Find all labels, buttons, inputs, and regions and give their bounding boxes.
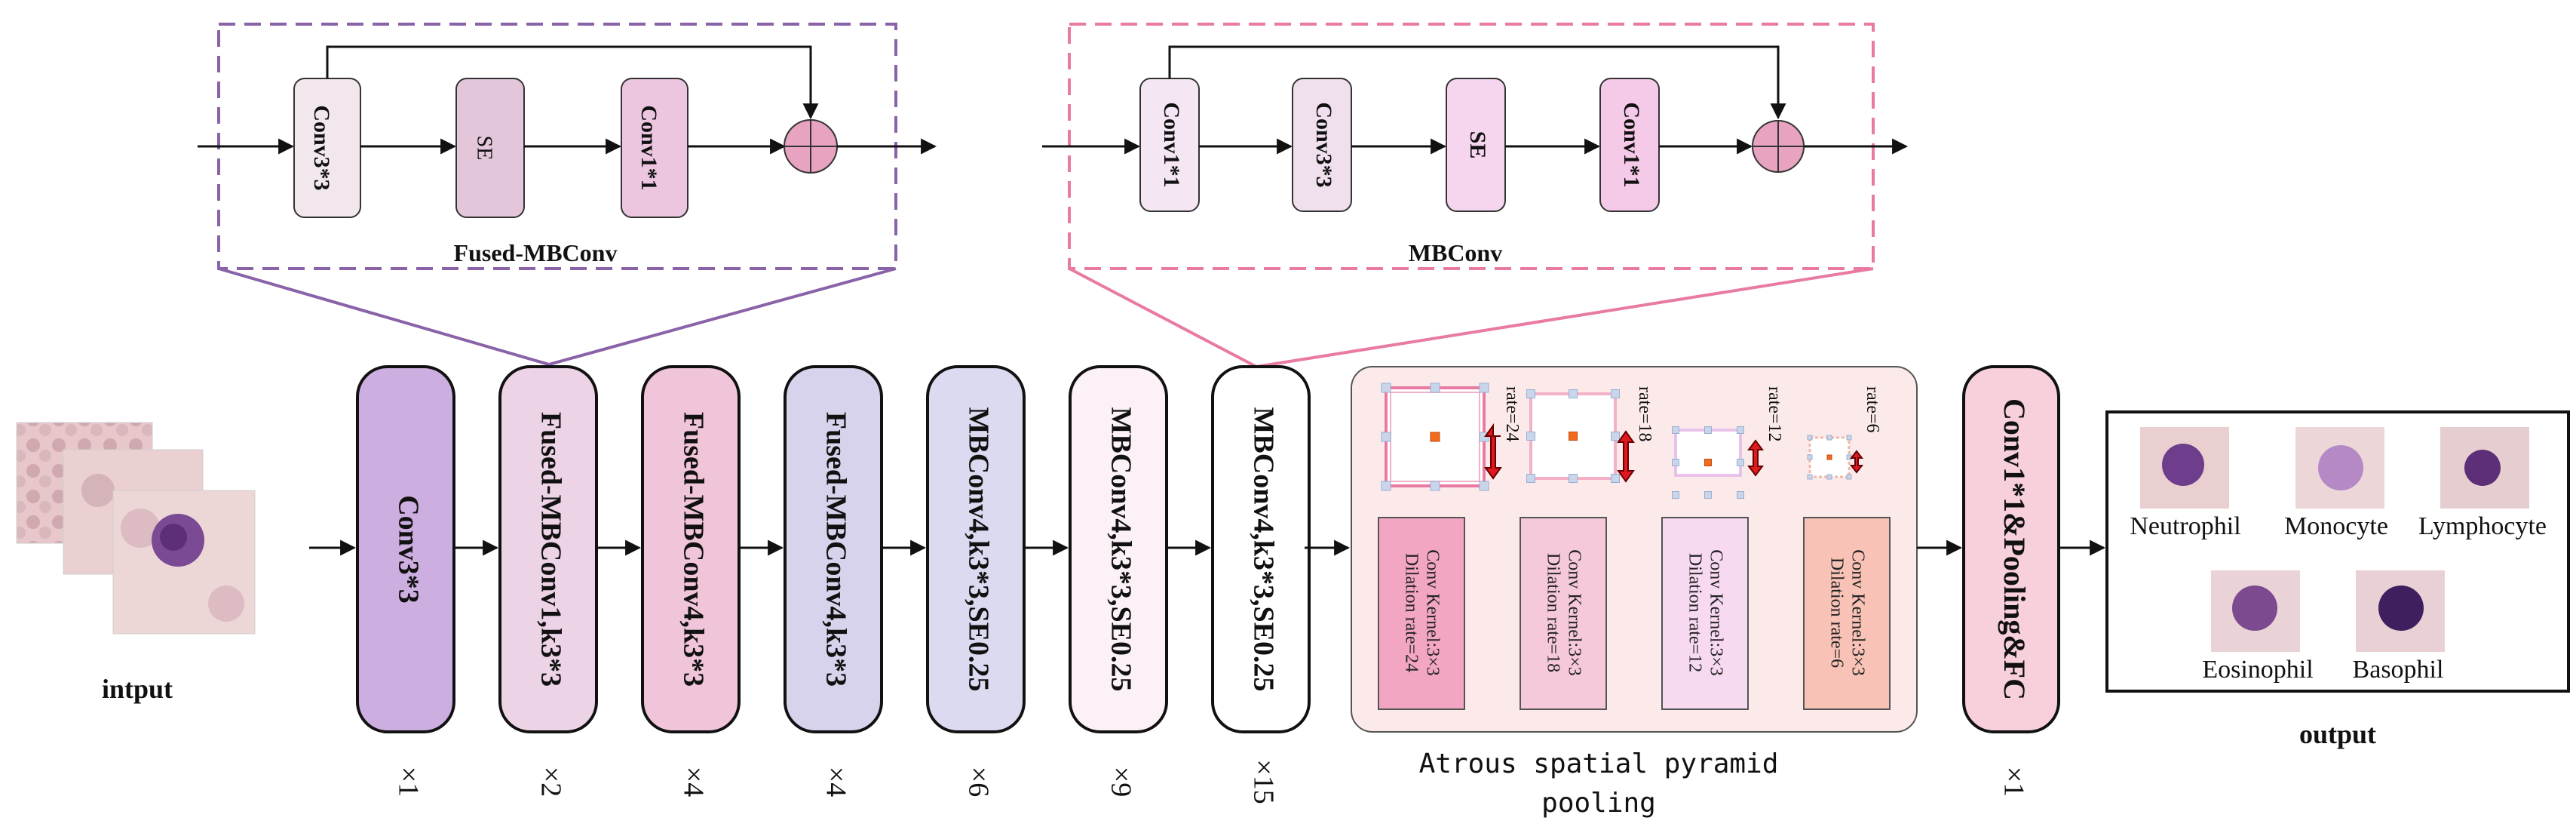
aspp-branch-1-line2: Dilation rate=18 bbox=[1543, 553, 1562, 672]
stage-4-label: MBConv4,k3*3,SE0.25 bbox=[962, 407, 994, 692]
stage-0-repeat: ×1 bbox=[392, 767, 424, 797]
mb-zoom-lines bbox=[1069, 267, 1874, 369]
rate-label-6: rate=6 bbox=[1863, 386, 1882, 433]
stage-3-label: Fused-MBConv4,k3*3 bbox=[820, 412, 851, 687]
mb-skip bbox=[1168, 45, 1786, 120]
output-class-neutrophil: Neutrophil bbox=[2130, 512, 2240, 540]
aspp-branch-1-line1: Conv Kernel:3×3 bbox=[1564, 549, 1584, 676]
output-class-eosinophil: Eosinophil bbox=[2202, 656, 2313, 684]
head-label: Conv1*1&Pooling&FC bbox=[1998, 398, 2032, 700]
output-class-lymphocyte: Lymphocyte bbox=[2418, 512, 2547, 540]
output-class-monocyte: Monocyte bbox=[2284, 512, 2388, 540]
aspp-branch-3-line1: Conv Kernel:3×3 bbox=[1848, 549, 1867, 676]
stage-1-repeat: ×2 bbox=[535, 767, 566, 797]
aspp-branch-2-line1: Conv Kernel:3×3 bbox=[1706, 549, 1725, 676]
stage-2-repeat: ×4 bbox=[677, 767, 709, 797]
stage-6-repeat: ×15 bbox=[1247, 759, 1279, 804]
mb-block-2: SE bbox=[1446, 78, 1506, 212]
stage-5: MBConv4,k3*3,SE0.25 bbox=[1069, 365, 1168, 733]
fused-sum-node bbox=[784, 119, 838, 174]
rate-label-24: rate=24 bbox=[1502, 386, 1522, 442]
stage-6-label: MBConv4,k3*3,SE0.25 bbox=[1247, 407, 1279, 692]
rate-arrow-12 bbox=[1747, 439, 1764, 477]
head-repeat: ×1 bbox=[1998, 767, 2029, 797]
stage-6: MBConv4,k3*3,SE0.25 bbox=[1211, 365, 1311, 733]
mb-sum-node bbox=[1752, 120, 1805, 173]
aspp-title-line1: Atrous spatial pyramid bbox=[1419, 748, 1779, 779]
head-block: Conv1*1&Pooling&FC bbox=[1962, 365, 2060, 733]
fused-skip bbox=[326, 45, 819, 120]
output-class-basophil: Basophil bbox=[2353, 656, 2444, 684]
fused-block-2-label: Conv1*1 bbox=[636, 105, 661, 190]
mbconv-title: MBConv bbox=[1409, 239, 1502, 266]
mb-block-0-label: Conv1*1 bbox=[1159, 102, 1184, 187]
output-label: output bbox=[2299, 719, 2376, 749]
kernel-sample-points bbox=[1381, 383, 1852, 499]
rate-label-18: rate=18 bbox=[1635, 386, 1654, 442]
output-thumbnails bbox=[2140, 427, 2529, 652]
stage-3-repeat: ×4 bbox=[820, 767, 851, 797]
stage-5-repeat: ×9 bbox=[1105, 767, 1136, 797]
mb-block-0: Conv1*1 bbox=[1139, 78, 1200, 212]
fused-block-0: Conv3*3 bbox=[293, 78, 361, 218]
rate-label-12: rate=12 bbox=[1765, 386, 1784, 442]
stage-5-label: MBConv4,k3*3,SE0.25 bbox=[1105, 407, 1136, 692]
stage-3: Fused-MBConv4,k3*3 bbox=[784, 365, 883, 733]
mb-block-1-label: Conv3*3 bbox=[1311, 102, 1336, 187]
stage-2: Fused-MBConv4,k3*3 bbox=[641, 365, 741, 733]
rate-arrow-6 bbox=[1849, 450, 1864, 474]
fused-block-2: Conv1*1 bbox=[621, 78, 688, 218]
rate-arrow-24 bbox=[1484, 423, 1502, 480]
stage-4-repeat: ×6 bbox=[962, 767, 994, 797]
mb-block-3-label: Conv1*1 bbox=[1619, 102, 1644, 187]
stage-4: MBConv4,k3*3,SE0.25 bbox=[926, 365, 1026, 733]
stage-1: Fused-MBConv1,k3*3 bbox=[498, 365, 598, 733]
aspp-branch-2-line2: Dilation rate=12 bbox=[1685, 553, 1704, 672]
aspp-branch-3-line2: Dilation rate=6 bbox=[1826, 558, 1846, 668]
mb-block-2-label: SE bbox=[1465, 131, 1490, 159]
stage-2-label: Fused-MBConv4,k3*3 bbox=[677, 412, 709, 687]
fused-block-1: SE bbox=[455, 78, 525, 218]
input-label: intput bbox=[102, 674, 173, 704]
aspp-branch-0-line1: Conv Kernel:3×3 bbox=[1422, 549, 1442, 676]
stage-0-label: Conv3*3 bbox=[392, 495, 424, 604]
aspp-branch-0-line2: Dilation rate=24 bbox=[1401, 553, 1421, 672]
aspp-title-line2: pooling bbox=[1541, 788, 1656, 819]
fused-block-1-label: SE bbox=[473, 136, 496, 161]
rate-arrow-18 bbox=[1617, 430, 1635, 483]
mb-block-3: Conv1*1 bbox=[1599, 78, 1660, 212]
stage-0: Conv3*3 bbox=[356, 365, 455, 733]
fused-zoom-lines bbox=[218, 267, 897, 367]
fused-block-0-label: Conv3*3 bbox=[309, 105, 334, 190]
fused-mbconv-title: Fused-MBConv bbox=[454, 239, 618, 266]
input-images bbox=[16, 422, 256, 635]
stage-1-label: Fused-MBConv1,k3*3 bbox=[535, 412, 566, 687]
mb-block-1: Conv3*3 bbox=[1292, 78, 1352, 212]
dilation-kernel-12 bbox=[1674, 429, 1742, 477]
